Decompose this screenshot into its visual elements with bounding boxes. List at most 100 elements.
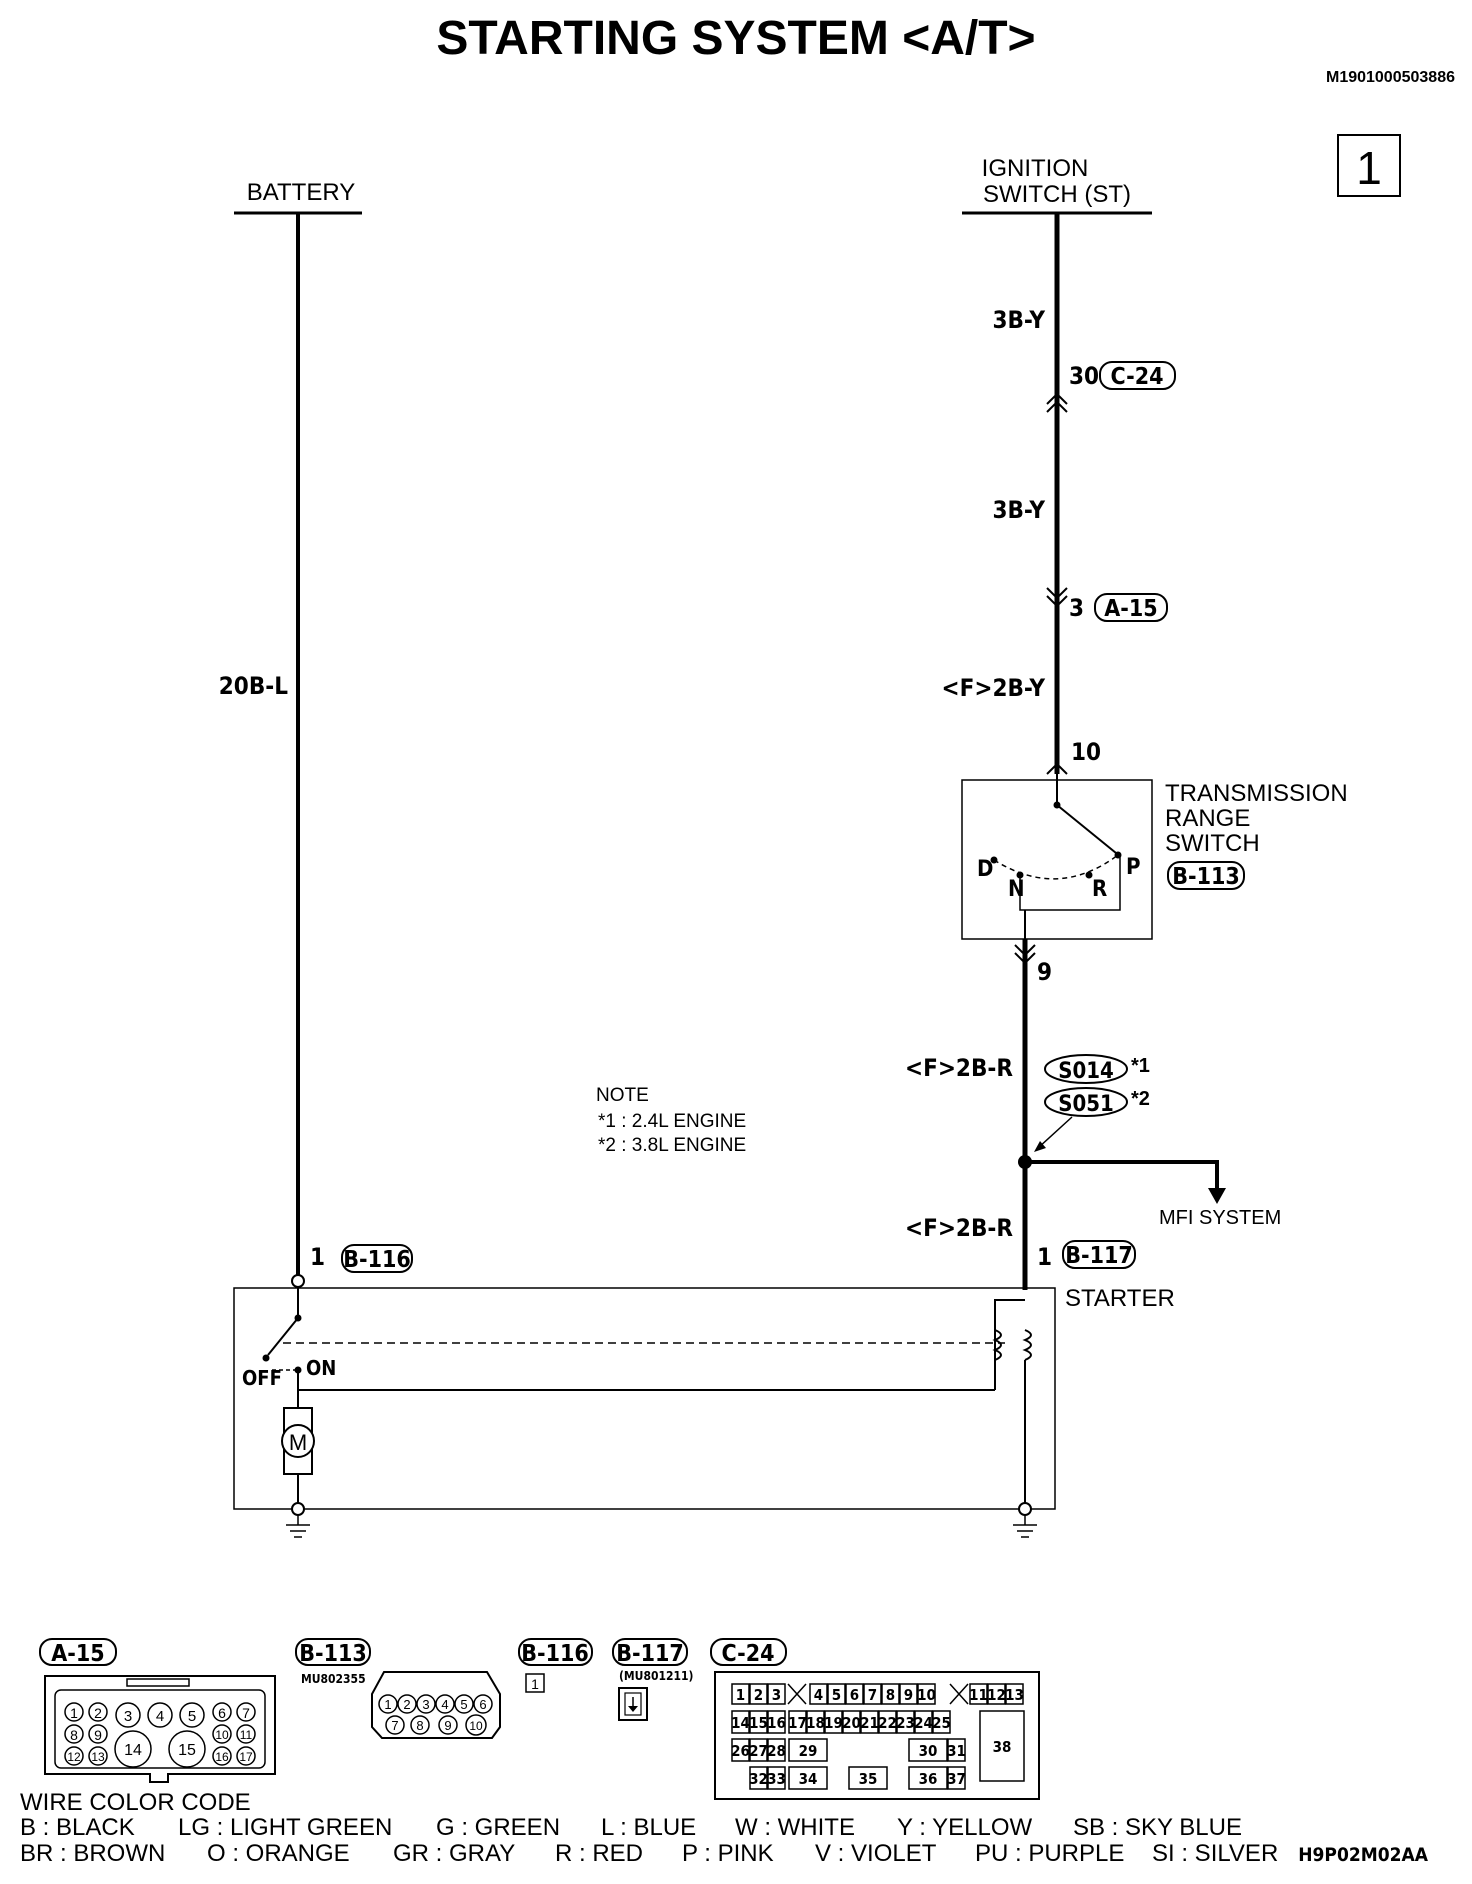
c24-pin-cell (908, 1766, 948, 1790)
c24-pin-label: 13 (1005, 1686, 1024, 1704)
b117-tag (1062, 1240, 1136, 1269)
c24-pin-cell (896, 1710, 915, 1734)
starter-pull-in-coil (992, 1329, 1002, 1361)
a15-pin-label: 1 (70, 1705, 78, 1721)
b116-housing (525, 1673, 545, 1693)
c24-view-name: C-24 (721, 1641, 774, 1667)
splice-s051-text: S051 (1058, 1092, 1114, 1117)
c24-pin-cell (731, 1738, 750, 1762)
ground-icon (286, 1515, 310, 1538)
color-code-entry: R : RED (555, 1840, 643, 1867)
page-title: STARTING SYSTEM <A/T> (436, 12, 1035, 65)
b116-tag-text: B-116 (343, 1247, 411, 1273)
color-code-entry: SI : SILVER (1152, 1840, 1278, 1867)
down-arrow-icon (628, 1706, 638, 1712)
trs-id-text: B-113 (1172, 864, 1240, 890)
starter-on-label: ON (306, 1356, 336, 1380)
figure-code: H9P02M02AA (1298, 1844, 1429, 1866)
c24-pin-label: 31 (947, 1742, 966, 1760)
c24-pin-label: 22 (878, 1714, 897, 1732)
a15-pin-label: 3 (124, 1708, 132, 1725)
b117-terminal (624, 1692, 642, 1716)
b113-view-tag (295, 1638, 371, 1666)
c24-pin-cell (749, 1766, 768, 1790)
b113-pin (438, 1715, 458, 1735)
c24-pin-label: 20 (842, 1714, 861, 1732)
starter-switch-blade (267, 1317, 299, 1356)
splice-s014-text: S014 (1058, 1059, 1114, 1084)
c24-pin-label: 21 (860, 1714, 879, 1732)
b116-tag (341, 1244, 413, 1273)
a15-face (54, 1689, 266, 1769)
c24-pin-label: 23 (896, 1714, 915, 1732)
c24-pin-cell (914, 1710, 933, 1734)
trs-out-pin: 9 (1037, 958, 1052, 986)
mfi-arrow (1208, 1188, 1226, 1204)
c24-pin-cell (979, 1710, 1025, 1782)
c24-pin-label: 35 (859, 1770, 878, 1788)
c24-pin-label: 36 (919, 1770, 938, 1788)
c24-pin-cell (848, 1766, 888, 1790)
c24-pin-label: 32 (749, 1770, 768, 1788)
ignition-label-2: SWITCH (ST) (983, 181, 1131, 208)
c24-pin-cell (1005, 1683, 1024, 1705)
c24-pin-cell (788, 1738, 828, 1762)
b113-pin-label: 2 (403, 1697, 410, 1712)
color-code-entry: BR : BROWN (20, 1840, 165, 1867)
b116-view-name: B-116 (521, 1641, 589, 1667)
c24-pin-cell (767, 1683, 786, 1705)
c24-pin-cell (806, 1710, 825, 1734)
c24-pin-label: 34 (799, 1770, 818, 1788)
b116-view-pin: 1 (531, 1676, 539, 1692)
c24-pin-label: 38 (993, 1738, 1012, 1756)
c24-pin-cell (863, 1683, 882, 1705)
c24-pin-cell (749, 1710, 768, 1734)
c24-pin-cell (842, 1710, 861, 1734)
trs-contact-arm (1056, 804, 1117, 854)
a15-pin-label: 4 (156, 1708, 164, 1725)
c24-pin-label: 17 (788, 1714, 807, 1732)
c24-pin-label: 5 (832, 1686, 841, 1704)
b113-pin (465, 1714, 487, 1736)
c24-pin-cell (788, 1710, 807, 1734)
color-code-entry: O : ORANGE (207, 1840, 350, 1867)
c24-pin: 30 (1069, 362, 1099, 390)
starter-hold-in-coil (1022, 1329, 1032, 1361)
c24-pin-cell (899, 1683, 918, 1705)
a15-pin-label: 8 (70, 1727, 78, 1743)
b113-view-name: B-113 (299, 1641, 367, 1667)
c24-pin-cell (767, 1766, 786, 1790)
note-title: NOTE (596, 1085, 649, 1106)
color-code-entry: SB : SKY BLUE (1073, 1814, 1242, 1841)
battery-wire-label: 20B-L (219, 672, 288, 700)
a15-tag (1094, 593, 1168, 622)
a15-pin-label: 6 (218, 1705, 226, 1721)
b117-part-number: (MU801211) (619, 1669, 694, 1683)
c24-pin-cell (731, 1710, 750, 1734)
b113-pin (473, 1694, 493, 1714)
trs-out-wire-label: <F>2B-R (905, 1054, 1013, 1082)
a15-pin (115, 1702, 141, 1728)
ignition-label-1: IGNITION (982, 155, 1089, 182)
c24-pin-cell (947, 1738, 966, 1762)
mfi-branch-wire (1025, 1160, 1219, 1190)
a15-pin (147, 1702, 173, 1728)
c24-pin-cell (947, 1766, 966, 1790)
color-code-entry: P : PINK (682, 1840, 774, 1867)
b113-pin (385, 1715, 405, 1735)
c24-pin-label: 8 (886, 1686, 895, 1704)
c24-tag (1099, 361, 1176, 390)
c24-pin-cell (908, 1738, 948, 1762)
b117-tag-text: B-117 (1065, 1243, 1133, 1269)
c24-pin-cell (860, 1710, 879, 1734)
trs-pos-n: N (1008, 877, 1025, 902)
trs-internal-path (1019, 855, 1121, 911)
a15-pin-label: 9 (94, 1727, 102, 1743)
splice-pointer-head (1034, 1141, 1046, 1152)
b113-pin (416, 1694, 436, 1714)
a15-view-name: A-15 (51, 1641, 104, 1667)
a15-housing (44, 1675, 276, 1783)
c24-pin-label: 10 (917, 1686, 936, 1704)
b113-pin-label: 1 (384, 1697, 391, 1712)
